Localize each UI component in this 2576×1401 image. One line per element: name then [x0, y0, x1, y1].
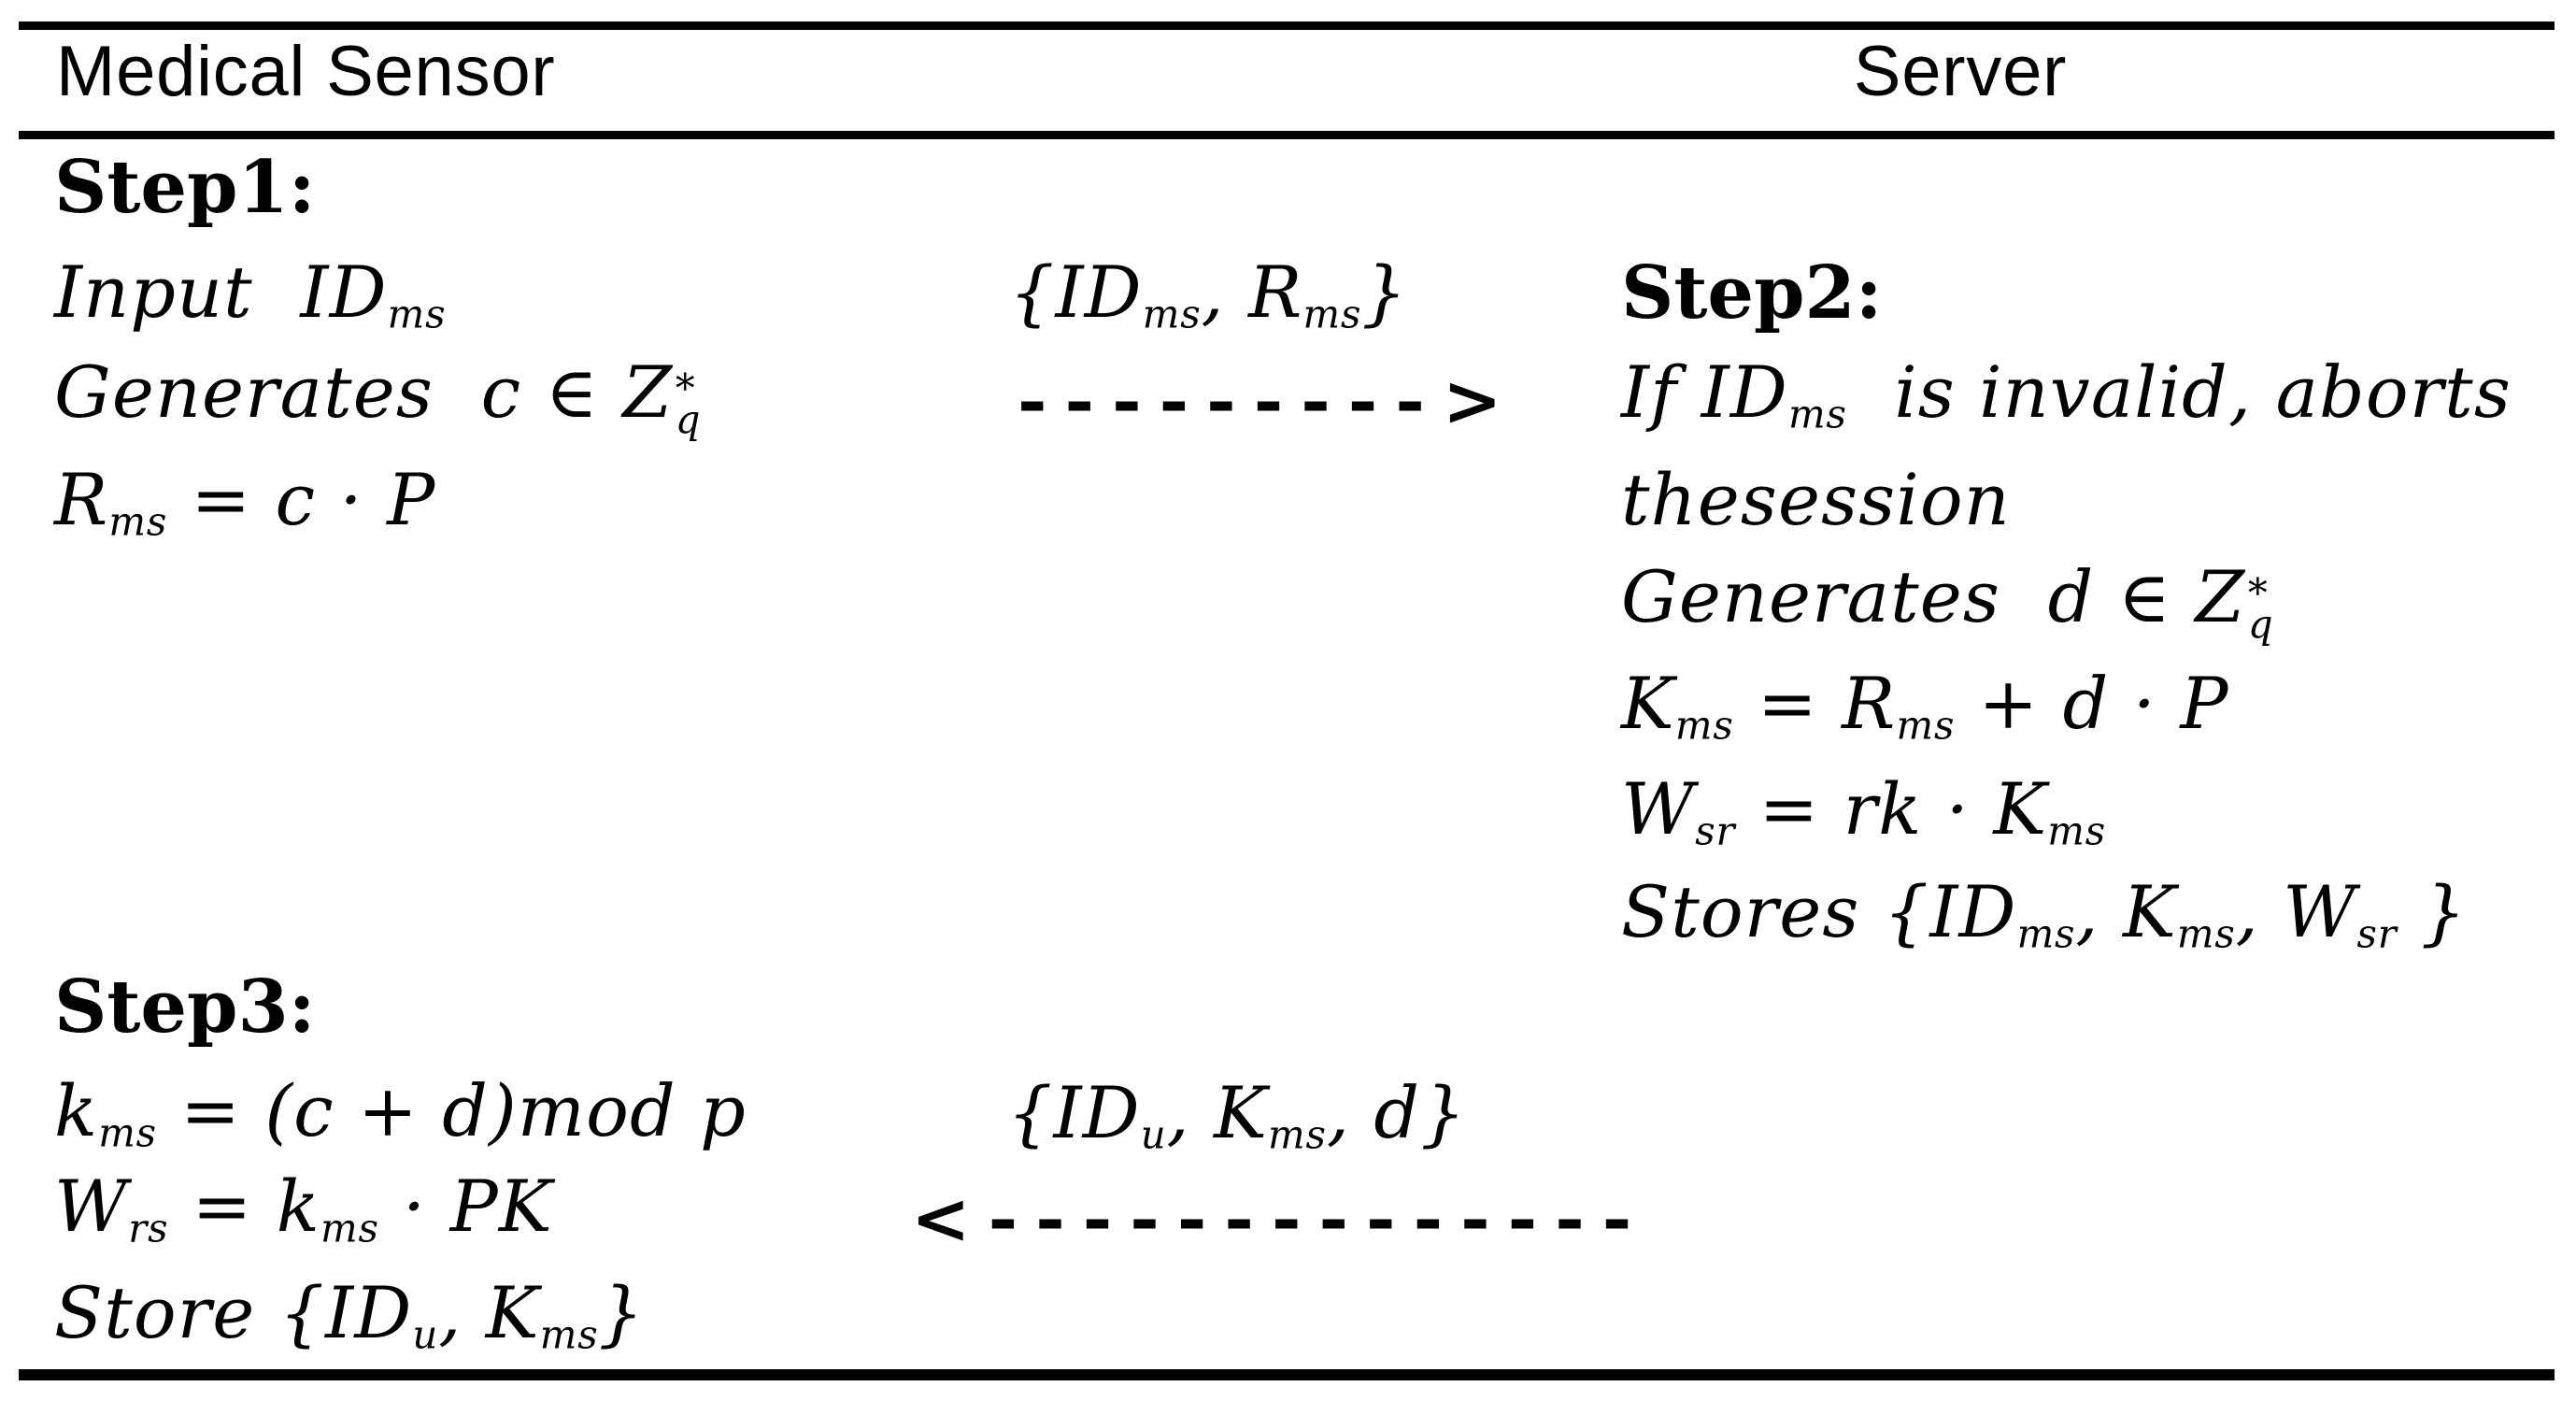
message2-arrow-left-icon: <-------------- — [911, 1177, 1650, 1260]
step3-line-wrs: Wrs = kms · PK — [54, 1165, 553, 1251]
message2-label: {IDu, Kms, d} — [1007, 1071, 1467, 1158]
step2-heading: Step2: — [1621, 250, 1883, 336]
top-border-line — [19, 21, 2555, 30]
step2-line-thesession: thesession — [1621, 458, 2011, 541]
step2-line-if-invalid: If IDms is invalid, aborts — [1621, 350, 2512, 437]
column-header-server: Server — [1853, 32, 2068, 111]
bottom-border-line — [19, 1369, 2555, 1380]
step3-line-kms-mod: kms = (c + d)mod p — [54, 1069, 747, 1156]
step1-line-generates-c: Generates c ∈ Z*q — [54, 350, 702, 442]
step2-line-generates-d: Generates d ∈ Z*q — [1621, 555, 2274, 647]
message1-arrow-right-icon: ---------> — [1018, 359, 1520, 442]
header-divider-line — [19, 131, 2555, 139]
step1-line-input-id: Input IDms — [54, 250, 447, 337]
message1-label: {IDms, Rms} — [1009, 250, 1408, 337]
step3-heading: Step3: — [54, 965, 316, 1050]
step2-line-wsr: Wsr = rk · Kms — [1621, 767, 2107, 854]
step2-line-kms: Kms = Rms + d · P — [1621, 662, 2229, 749]
column-header-medical-sensor: Medical Sensor — [56, 32, 556, 111]
step1-heading: Step1: — [54, 145, 316, 230]
step2-line-stores: Stores {IDms, Kms, Wsr } — [1621, 870, 2468, 957]
step3-line-store: Store {IDu, Kms} — [54, 1271, 645, 1358]
step1-line-rms: Rms = c · P — [54, 458, 436, 545]
